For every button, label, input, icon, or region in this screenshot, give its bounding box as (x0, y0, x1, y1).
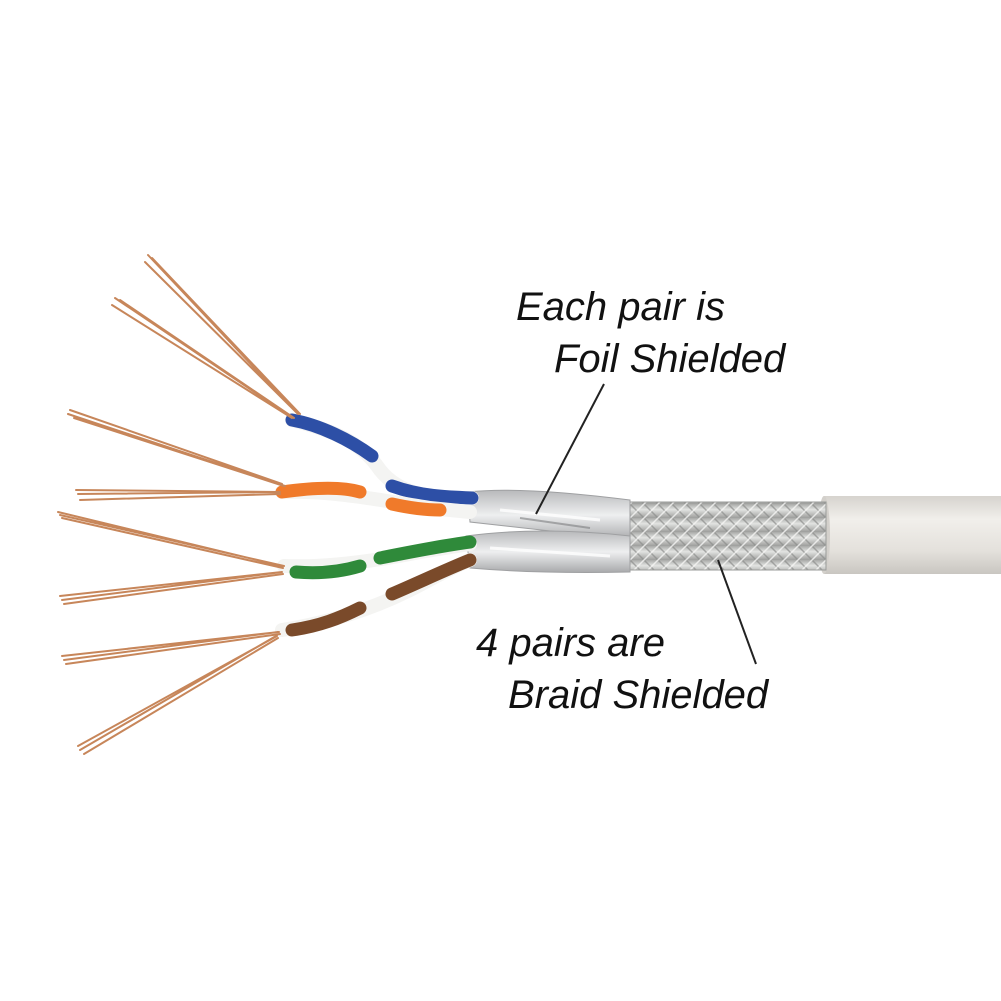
green-pair (277, 535, 477, 580)
cable-jacket (818, 496, 1001, 574)
braid-shield (627, 501, 827, 571)
foil-leader-line (535, 383, 605, 515)
braid-leader-line (717, 559, 757, 665)
braid-callout-line-2: Braid Shielded (508, 673, 769, 717)
brown-pair (275, 553, 477, 637)
foil-shield-callout: Each pair is Foil Shielded (516, 281, 785, 385)
foil-callout-line-2: Foil Shielded (554, 337, 786, 381)
blue-pair (285, 413, 479, 505)
braid-shield-callout: 4 pairs are Braid Shielded (476, 617, 768, 721)
foil-shield (465, 489, 631, 573)
foil-callout-line-1: Each pair is (516, 285, 725, 329)
copper-strands (57, 254, 301, 755)
braid-callout-line-1: 4 pairs are (476, 621, 665, 665)
orange-pair (275, 481, 477, 519)
